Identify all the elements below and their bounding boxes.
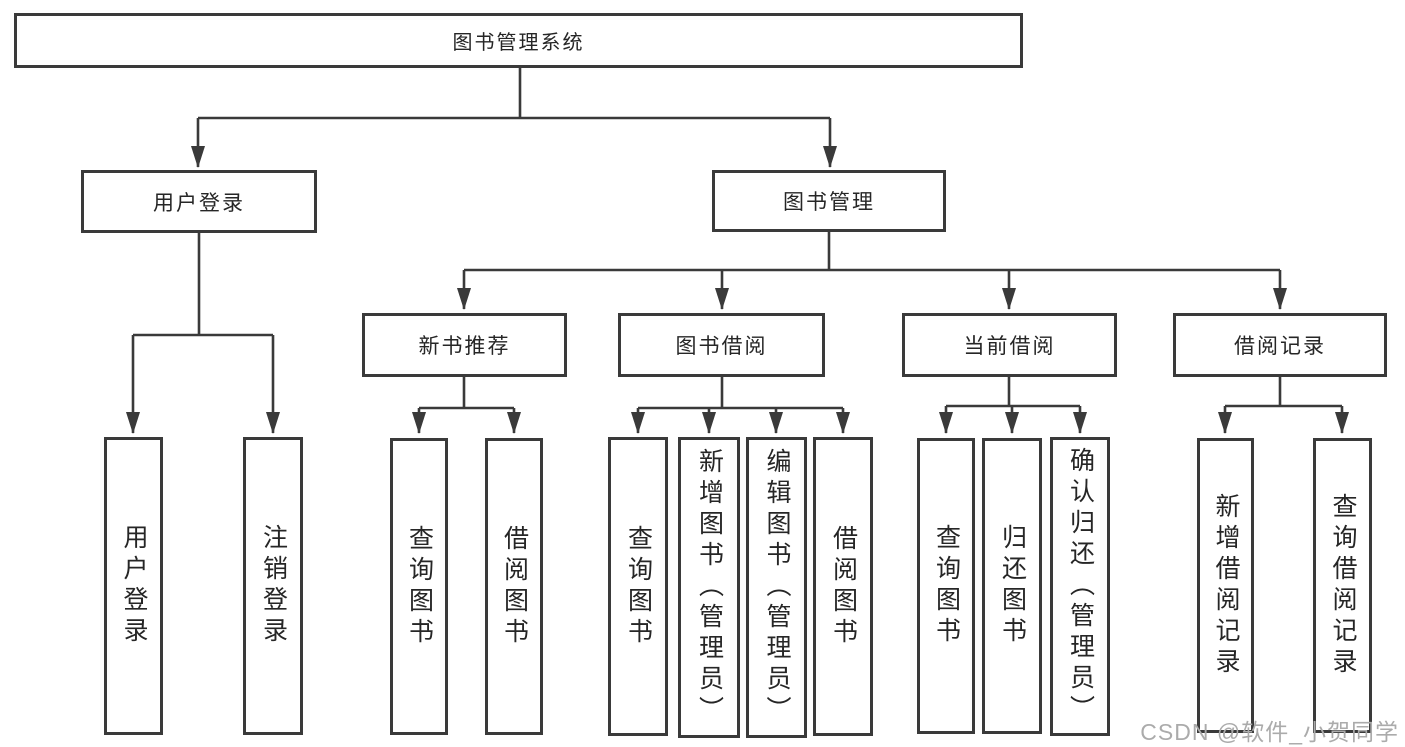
connector-borrow-records-trunk <box>1225 377 1342 408</box>
connector-book-management-trunk <box>464 232 1280 272</box>
leaf-query-borrow-record: 查询借阅记录 <box>1313 438 1372 733</box>
leaf-borrow-books-recommend: 借阅图书 <box>485 438 543 735</box>
leaf-confirm-return-admin: 确认归还（管理员） <box>1050 437 1110 736</box>
connector-book-borrow-trunk <box>638 377 843 410</box>
leaf-add-books-admin: 新增图书（管理员） <box>678 437 740 738</box>
leaf-query-books-recommend: 查询图书 <box>390 438 448 735</box>
leaf-return-books: 归还图书 <box>982 438 1042 734</box>
leaf-query-books-current: 查询图书 <box>917 438 975 734</box>
node-book-borrow: 图书借阅 <box>618 313 825 377</box>
leaf-user-login: 用户登录 <box>104 437 163 735</box>
node-book-management: 图书管理 <box>712 170 946 232</box>
csdn-watermark: CSDN @软件_小贺同学 <box>1140 719 1399 745</box>
node-user-login: 用户登录 <box>81 170 317 233</box>
leaf-logout: 注销登录 <box>243 437 303 735</box>
node-current-borrow: 当前借阅 <box>902 313 1117 377</box>
connector-user-login-trunk <box>133 233 273 337</box>
leaf-edit-books-admin: 编辑图书（管理员） <box>746 437 807 738</box>
connector-root-trunk <box>198 68 830 120</box>
connector-current-borrow-trunk <box>946 377 1080 408</box>
node-root-system: 图书管理系统 <box>14 13 1023 68</box>
node-borrow-records: 借阅记录 <box>1173 313 1387 377</box>
connector-new-book-trunk <box>419 377 514 410</box>
leaf-borrow-books: 借阅图书 <box>813 437 873 736</box>
leaf-add-borrow-record: 新增借阅记录 <box>1197 438 1254 733</box>
leaf-query-books-borrow: 查询图书 <box>608 437 668 736</box>
node-new-book-recommend: 新书推荐 <box>362 313 567 377</box>
